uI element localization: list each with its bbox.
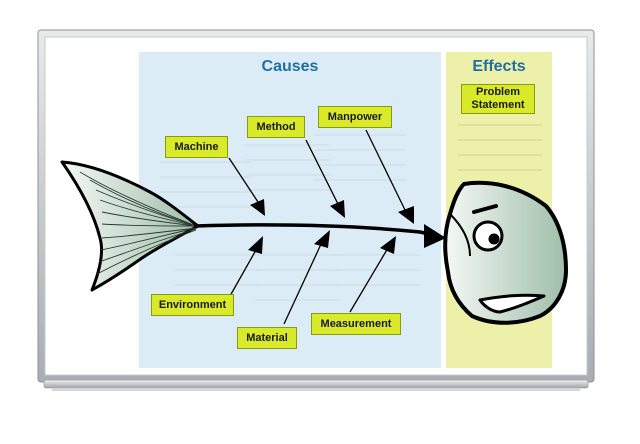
tray-shadow: [52, 388, 580, 391]
fish-tail-icon: [60, 160, 200, 292]
arrowhead-material: [314, 230, 330, 248]
arrowhead-method: [330, 200, 345, 218]
fish-head-icon: [443, 180, 568, 325]
problem-line2: Statement: [471, 99, 525, 111]
cause-arrows-top: [228, 129, 407, 213]
cause-label-material: Material: [237, 327, 297, 349]
arrowhead-measurement: [380, 236, 396, 254]
spine-arrowhead: [424, 224, 446, 248]
note-lines: [160, 134, 420, 301]
cause-arrows-bottom: [229, 241, 389, 325]
problem-line1: Problem: [475, 86, 520, 98]
arrowhead-environment: [248, 236, 263, 254]
cause-label-method: Method: [247, 116, 305, 138]
marker-tray: [43, 379, 589, 389]
cause-label-machine: Machine: [165, 136, 228, 158]
effects-note-lines: [458, 124, 542, 171]
arrowhead-machine: [250, 199, 265, 216]
cause-label-measurement: Measurement: [311, 313, 401, 335]
causes-header: Causes: [261, 58, 319, 75]
cause-label-manpower: Manpower: [318, 106, 392, 128]
arrowhead-manpower: [398, 206, 414, 224]
fish-spine: [194, 223, 440, 238]
problem-statement-label: Problem Statement: [461, 84, 535, 114]
effects-header: Effects: [472, 58, 526, 75]
cause-label-environment: Environment: [151, 294, 234, 316]
